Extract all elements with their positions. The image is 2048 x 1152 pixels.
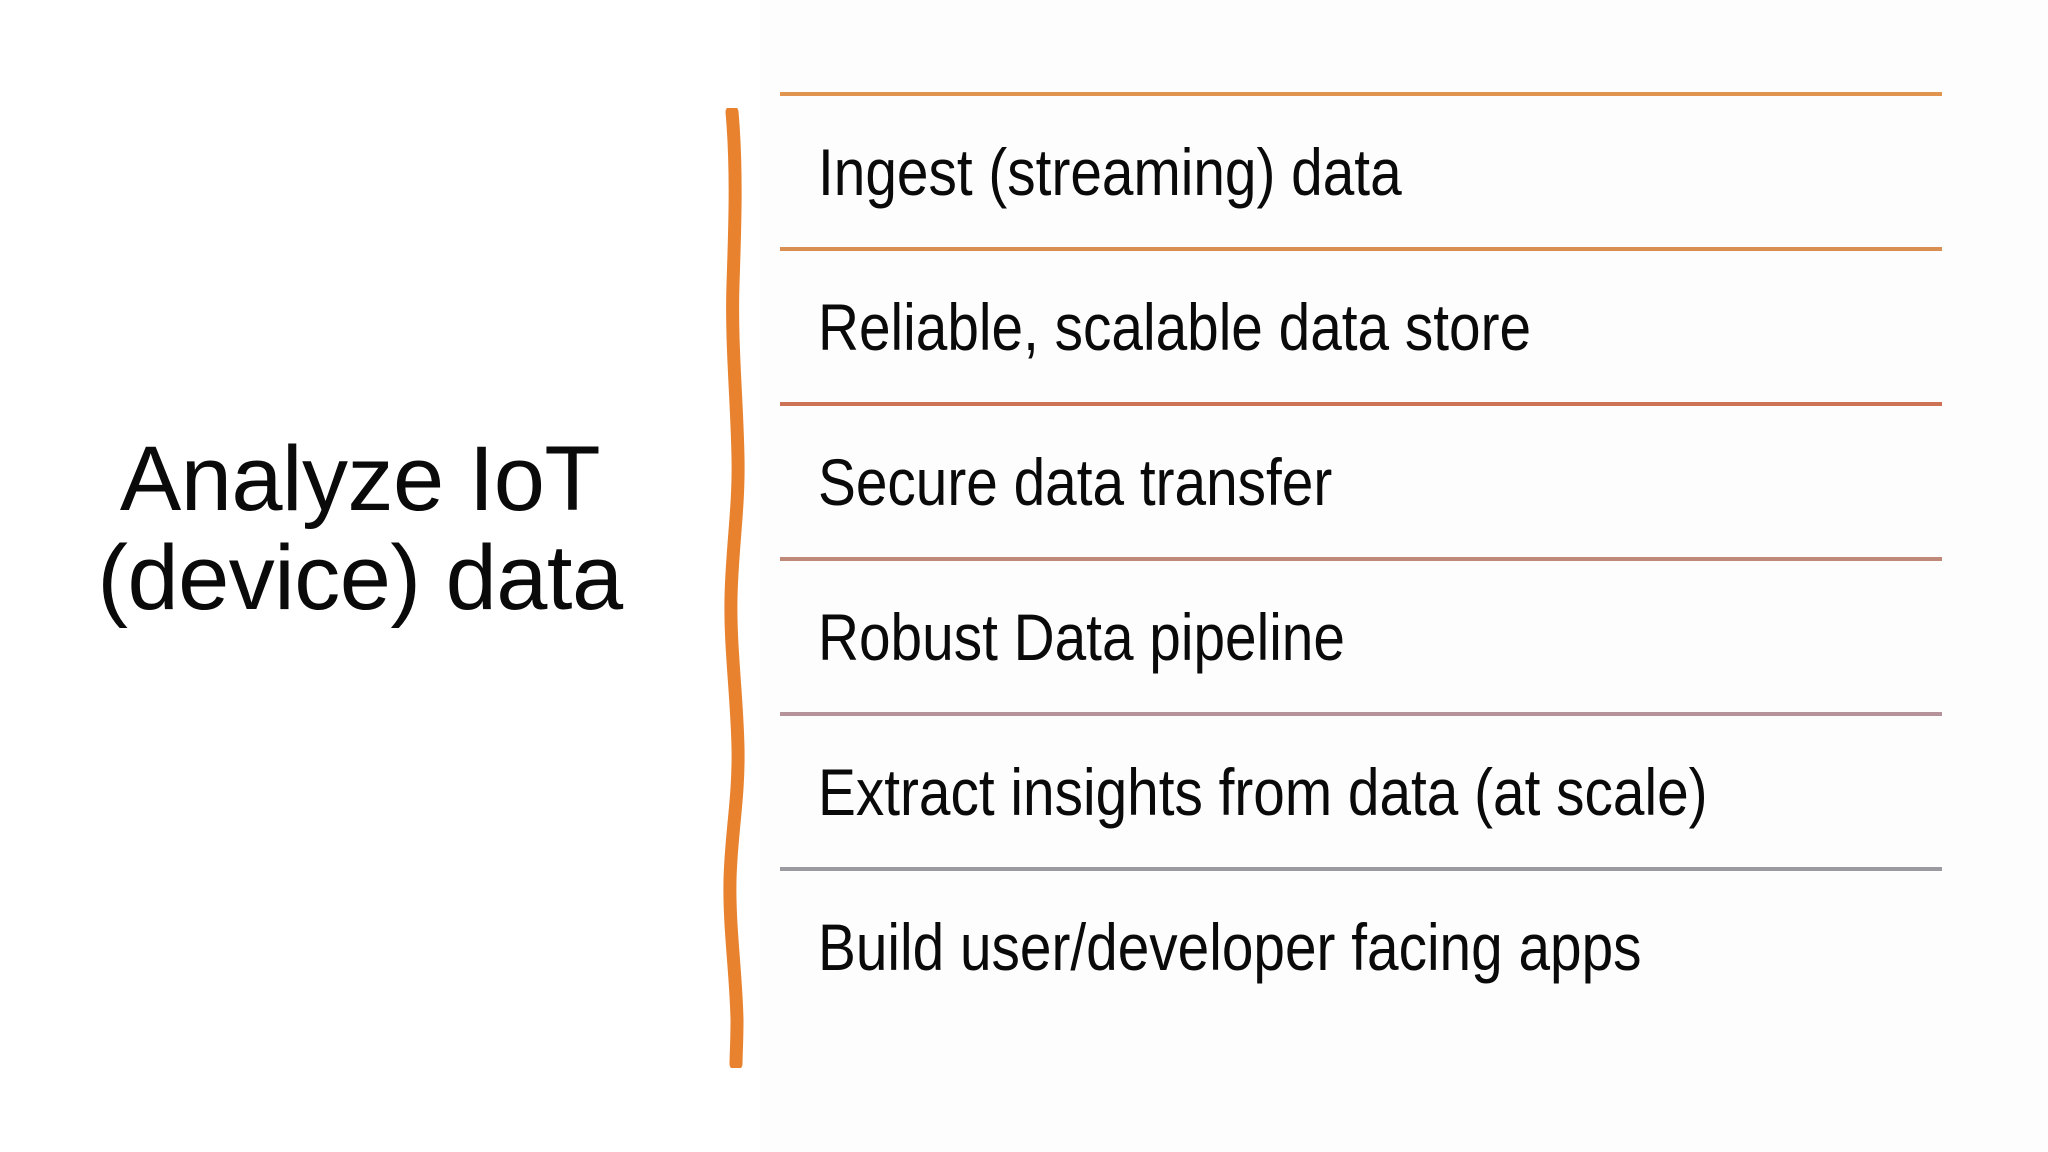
page-title-line-2: (device) data <box>97 527 623 630</box>
list-divider-1 <box>780 92 1942 96</box>
list-divider-2 <box>780 247 1942 251</box>
list-item-label: Build user/developer facing apps <box>818 909 1642 984</box>
wavy-orange-brush-stroke-icon <box>706 105 766 1071</box>
list-item-label: Ingest (streaming) data <box>818 134 1402 209</box>
list-divider-6 <box>780 867 1942 871</box>
list-item[interactable]: Extract insights from data (at scale) <box>780 716 1942 867</box>
page-title-line-1: Analyze IoT <box>119 428 601 530</box>
list-divider-5 <box>780 712 1942 716</box>
list-item-label: Reliable, scalable data store <box>818 289 1532 364</box>
list-item[interactable]: Ingest (streaming) data <box>780 96 1942 247</box>
list-item[interactable]: Robust Data pipeline <box>780 561 1942 712</box>
list-item-label: Robust Data pipeline <box>818 599 1345 674</box>
content-panel <box>760 0 2048 1152</box>
list-divider-4 <box>780 557 1942 561</box>
list-item-label: Extract insights from data (at scale) <box>818 754 1708 829</box>
page-title: Analyze IoT (device) data <box>40 428 680 630</box>
list-item-label: Secure data transfer <box>818 444 1333 519</box>
list-divider-3 <box>780 402 1942 406</box>
list-item[interactable]: Reliable, scalable data store <box>780 251 1942 402</box>
list-item[interactable]: Build user/developer facing apps <box>780 871 1942 1022</box>
list-item[interactable]: Secure data transfer <box>780 406 1942 557</box>
feature-list: Ingest (streaming) data Reliable, scalab… <box>780 92 1942 1022</box>
